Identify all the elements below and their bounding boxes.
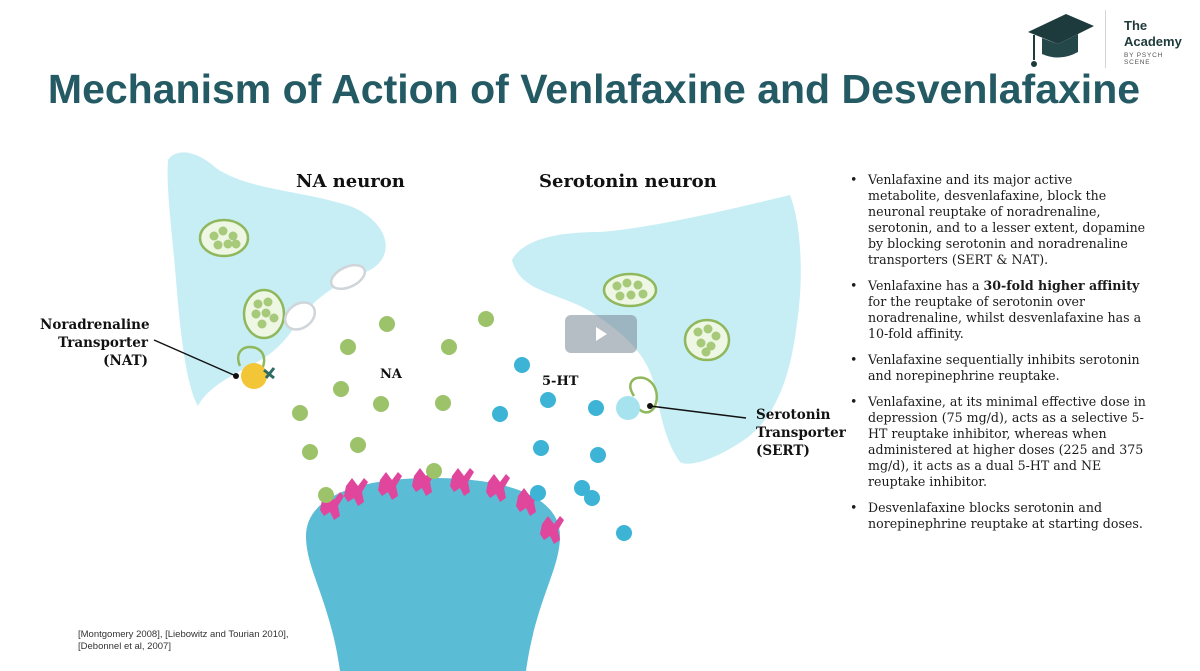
sert-pointer-dot	[647, 403, 653, 409]
sert-label: Serotonin Transporter (SERT)	[756, 406, 852, 460]
sert-label-line: Serotonin	[756, 407, 831, 423]
logo-wordmark: The Academy	[1124, 18, 1182, 50]
serotonin-neuron-label: Serotonin neuron	[539, 171, 717, 192]
bullet-item: Desvenlafaxine blocks serotonin and nore…	[846, 500, 1146, 532]
nat-outline	[237, 345, 266, 373]
ht-vesicle	[602, 272, 658, 308]
sert-outline	[629, 376, 658, 414]
bullet-text: Venlafaxine and its major active metabol…	[868, 172, 1146, 267]
na-neuron-body	[167, 152, 386, 406]
nat-transporter	[241, 363, 267, 389]
nat-pointer-line	[153, 339, 237, 377]
nat-blocker	[263, 367, 276, 380]
play-icon	[596, 327, 607, 341]
postsynaptic-receptors	[320, 468, 564, 544]
nat-label: Noradrenaline Transporter (NAT)	[40, 316, 150, 370]
fusing-vesicle	[329, 263, 367, 291]
ht-molecules	[492, 357, 632, 541]
bullet-item: Venlafaxine, at its minimal effective do…	[846, 394, 1146, 490]
mechanism-diagram	[153, 152, 801, 671]
na-vesicle-molecules	[251, 297, 279, 329]
bullet-emphasis: 30-fold higher affinity	[983, 278, 1140, 293]
video-play-button[interactable]	[565, 315, 637, 353]
nat-label-line: (NAT)	[103, 353, 148, 369]
mechanism-bullet-list: Venlafaxine and its major active metabol…	[846, 172, 1146, 542]
bullet-text: Venlafaxine sequentially inhibits seroto…	[868, 352, 1140, 383]
fusing-vesicle	[283, 301, 317, 331]
na-vesicle	[198, 218, 250, 258]
na-molecules	[292, 311, 494, 503]
graduation-cap-icon	[1028, 14, 1094, 67]
bullet-item: Venlafaxine has a 30-fold higher affinit…	[846, 278, 1146, 342]
ht-synapse-label: 5-HT	[542, 374, 579, 389]
na-neuron-label: NA neuron	[296, 171, 405, 192]
page-title: Mechanism of Action of Venlafaxine and D…	[47, 66, 1141, 112]
bullet-item: Venlafaxine and its major active metabol…	[846, 172, 1146, 268]
sert-pointer-line	[649, 405, 747, 419]
bullet-text: for the reuptake of serotonin over norad…	[868, 294, 1142, 341]
sert-label-line: (SERT)	[756, 443, 810, 459]
nat-pointer-dot	[233, 373, 239, 379]
logo-subtitle: BY PSYCH SCENE	[1124, 52, 1164, 66]
ht-vesicle-molecules	[612, 278, 648, 301]
na-vesicle-molecules	[209, 226, 241, 250]
serotonin-neuron-body	[512, 195, 801, 464]
nat-label-line: Noradrenaline	[40, 317, 150, 333]
logo-divider	[1105, 10, 1106, 68]
bullet-text: Venlafaxine, at its minimal effective do…	[868, 394, 1146, 489]
bullet-text: Desvenlafaxine blocks serotonin and nore…	[868, 500, 1143, 531]
bullet-item: Venlafaxine sequentially inhibits seroto…	[846, 352, 1146, 384]
references: [Montgomery 2008], [Liebowitz and Touria…	[78, 629, 289, 652]
na-synapse-label: NA	[380, 367, 402, 382]
logo-line-2: Academy	[1124, 34, 1182, 49]
sert-transporter	[616, 396, 640, 420]
postsynaptic-neuron	[306, 478, 560, 671]
academy-logo: The Academy BY PSYCH SCENE	[1022, 8, 1192, 70]
nat-label-line: Transporter	[58, 335, 148, 351]
sert-label-line: Transporter	[756, 425, 846, 441]
bullet-text: Venlafaxine has a	[868, 278, 984, 293]
ht-vesicle-molecules	[693, 324, 721, 357]
logo-line-1: The	[1124, 18, 1148, 33]
